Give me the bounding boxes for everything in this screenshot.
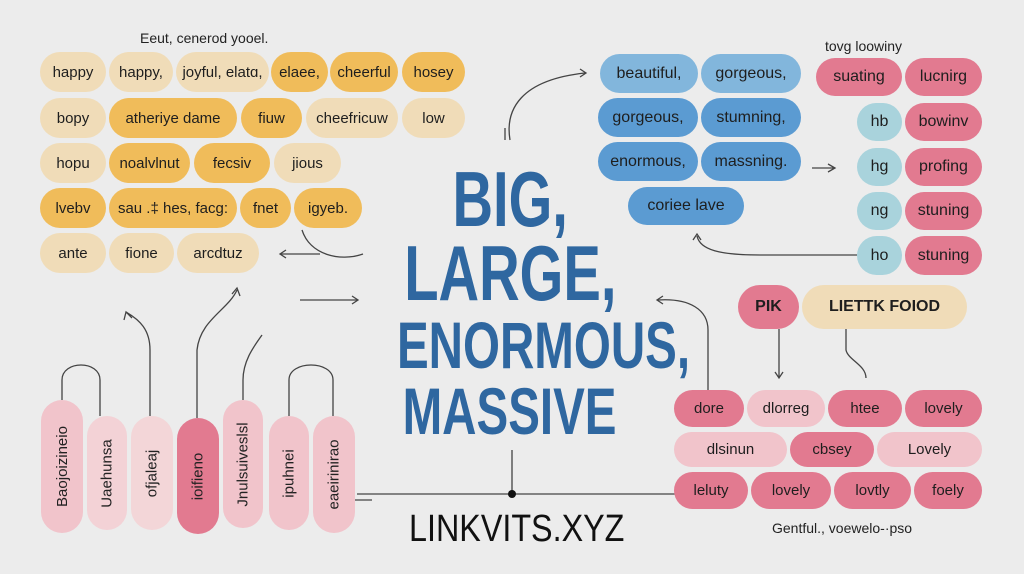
- arrow-to-title-right: [657, 299, 709, 390]
- word-pill: arcdtuz: [177, 233, 259, 273]
- arrow-to-coriee: [696, 235, 857, 256]
- title-line: MASSIVE: [403, 374, 617, 448]
- word-pill: fnet: [240, 188, 291, 228]
- word-pill: lovtly: [834, 472, 911, 509]
- arrow-left-group: [301, 229, 364, 258]
- vertical-pill-label: ioifieno: [189, 452, 207, 500]
- vertical-pill-label: Jnulsuiveslsl: [234, 421, 252, 507]
- arrow-to-blue: [508, 72, 586, 141]
- word-pill: enormous,: [598, 142, 698, 181]
- right-column-caption: tovg loowiny: [825, 38, 903, 54]
- vertical-pill: Uaehunsa: [87, 416, 127, 530]
- word-circle: hb: [857, 103, 902, 141]
- word-pill: suating: [816, 58, 902, 96]
- word-circle: ng: [857, 192, 902, 230]
- vertical-pill: ofjaleaj: [131, 416, 173, 530]
- word-pill: coriee lave: [628, 187, 744, 225]
- word-pill: cheerful: [330, 52, 398, 92]
- word-pill: htee: [828, 390, 902, 427]
- title-line: BIG,: [452, 155, 568, 243]
- word-pill: low: [402, 98, 465, 138]
- vertical-pill: Baojoizineio: [41, 400, 83, 533]
- left-group-caption: Eeut, cenerod yooel.: [140, 30, 269, 46]
- footer-url: LINKVITS.XYZ: [409, 508, 625, 550]
- header-pill: PIK: [738, 285, 799, 329]
- word-pill: stuning: [905, 192, 982, 230]
- word-pill: lovely: [905, 390, 982, 427]
- bottom-right-caption: Gentful., voewelo-·pso: [772, 520, 913, 536]
- word-pill: Lovely: [877, 432, 982, 467]
- word-pill: bowinv: [905, 103, 982, 141]
- word-pill: happy: [40, 52, 106, 92]
- word-pill: stuning: [905, 236, 982, 275]
- word-pill: elaee,: [271, 52, 328, 92]
- word-pill: cbsey: [790, 432, 874, 467]
- arrow-pik: [774, 329, 784, 380]
- title-line: ENORMOUS,: [396, 308, 691, 382]
- vertical-pill: ipuhnei: [269, 416, 309, 530]
- vertical-pill: eaeirinirao: [313, 416, 355, 533]
- word-pill: joyful, elatɑ,: [176, 52, 269, 92]
- word-pill: lovely: [751, 472, 831, 509]
- word-pill: dlorreg: [747, 390, 825, 427]
- word-pill: gorgeous,: [598, 98, 698, 137]
- word-pill: atheriye dame: [109, 98, 237, 138]
- word-pill: fione: [109, 233, 174, 273]
- word-pill: sau .‡ hes, facg:: [109, 188, 237, 228]
- connector-dot: [508, 490, 516, 498]
- arrow-right-mid: [812, 163, 837, 173]
- word-pill: fecsiv: [194, 143, 270, 183]
- word-pill: hopu: [40, 143, 106, 183]
- word-pill: bopy: [40, 98, 106, 138]
- word-pill: foely: [914, 472, 982, 509]
- word-pill: igyeb.: [294, 188, 362, 228]
- vertical-pill-label: eaeirinirao: [325, 439, 343, 510]
- word-pill: fiuw: [241, 98, 302, 138]
- vertical-pill-label: ofjaleaj: [143, 449, 161, 497]
- vertical-pill-label: Baojoizineio: [53, 426, 71, 507]
- word-pill: jious: [274, 143, 341, 183]
- word-pill: leluty: [674, 472, 748, 509]
- word-pill: hosey: [402, 52, 465, 92]
- arrow-to-title-left: [300, 295, 360, 305]
- word-pill: massning.: [701, 142, 801, 181]
- word-pill: stumning,: [701, 98, 801, 137]
- word-pill: gorgeous,: [701, 54, 801, 93]
- link-lietk: [845, 329, 867, 379]
- word-pill: noalvlnut: [109, 143, 190, 183]
- word-pill: happy,: [109, 52, 173, 92]
- word-pill: beautiful,: [600, 54, 698, 93]
- vertical-pill-label: ipuhnei: [280, 448, 298, 498]
- word-pill: lucnirg: [905, 58, 982, 96]
- word-pill: profing: [905, 148, 982, 186]
- vertical-pill: Jnulsuiveslsl: [223, 400, 263, 528]
- word-pill: lvebv: [40, 188, 106, 228]
- word-pill: dore: [674, 390, 744, 427]
- word-circle: ho: [857, 236, 902, 275]
- word-pill: ante: [40, 233, 106, 273]
- word-circle: hg: [857, 148, 902, 186]
- word-pill: dlsinun: [674, 432, 787, 467]
- title-line: LARGE,: [403, 229, 617, 317]
- word-pill: cheefricuw: [306, 98, 398, 138]
- vertical-pill: ioifieno: [177, 418, 219, 534]
- header-pill: LIETTK FOIOD: [802, 285, 967, 329]
- vertical-pill-label: Uaehunsa: [98, 438, 116, 508]
